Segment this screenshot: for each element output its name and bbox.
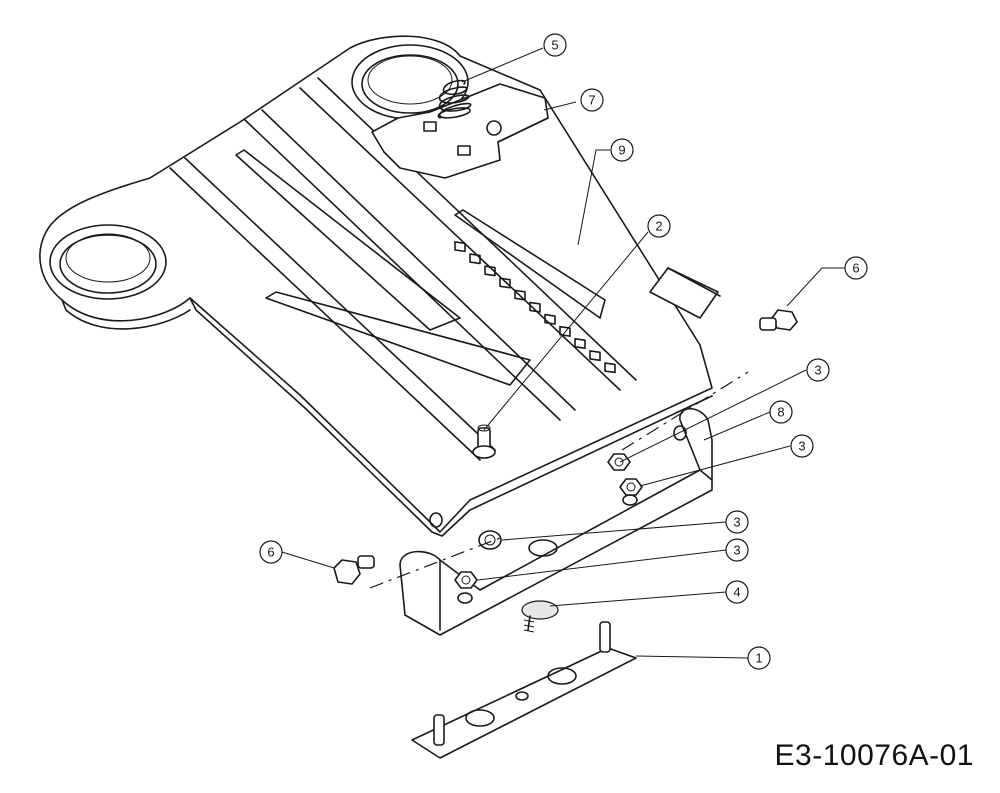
callout-7-label: 7	[588, 93, 595, 108]
callout-8-label: 8	[777, 405, 784, 420]
callout-3-right-label: 3	[798, 439, 805, 454]
callout-3-top-label: 3	[814, 363, 821, 378]
centerline-upper	[621, 371, 749, 451]
callout-3-top: 3	[806, 358, 830, 382]
seat-plate	[39, 35, 721, 537]
nut-2	[619, 478, 643, 496]
callout-8: 8	[769, 400, 793, 424]
screw-cap	[521, 600, 559, 633]
callout-2: 2	[647, 214, 671, 238]
drawing-number: E3-10076A-01	[774, 739, 974, 772]
spring	[437, 79, 472, 119]
pin	[472, 424, 496, 459]
callout-3-lower-label: 3	[733, 543, 740, 558]
callout-1: 1	[747, 646, 771, 670]
nut-3	[478, 530, 502, 550]
callout-9: 9	[610, 138, 634, 162]
base-plate	[411, 621, 637, 759]
callout-4-label: 4	[733, 585, 740, 600]
callout-2-label: 2	[655, 219, 662, 234]
centerline-lower	[369, 537, 501, 589]
callout-6-right: 6	[844, 256, 868, 280]
callout-6-right-label: 6	[852, 261, 859, 276]
callout-4: 4	[725, 580, 749, 604]
latch-plate	[371, 83, 549, 179]
nut-4	[454, 571, 478, 589]
callout-3-right: 3	[790, 434, 814, 458]
callout-5: 5	[543, 33, 567, 57]
callout-3-middle: 3	[725, 510, 749, 534]
bolt-right	[759, 309, 798, 331]
bolt-left	[333, 555, 375, 585]
callout-6-left-label: 6	[267, 545, 274, 560]
callout-7: 7	[580, 88, 604, 112]
callout-9-label: 9	[618, 143, 625, 158]
callout-3-middle-label: 3	[733, 515, 740, 530]
callout-5-label: 5	[551, 38, 558, 53]
callout-6-left: 6	[259, 540, 283, 564]
callout-1-label: 1	[755, 651, 762, 666]
nut-1	[607, 453, 631, 471]
leader-lines	[281, 47, 845, 659]
callout-3-lower: 3	[725, 538, 749, 562]
mounting-bracket	[399, 407, 713, 636]
adjustment-slots	[454, 241, 616, 374]
